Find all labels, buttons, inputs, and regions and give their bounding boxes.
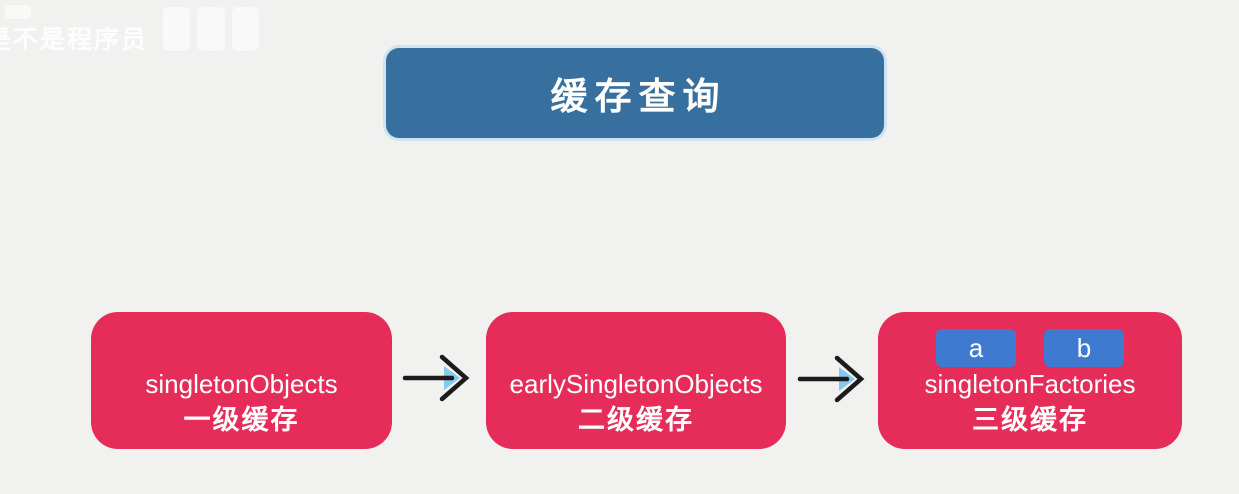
watermark-logo-shape — [197, 7, 225, 51]
cache-box-early-singleton-objects: earlySingletonObjects 二级缓存 — [486, 312, 786, 449]
cache-box-sublabel: 三级缓存 — [972, 405, 1088, 435]
watermark-logo-shape — [231, 7, 259, 51]
cache-box-sublabel: 一级缓存 — [183, 405, 300, 435]
watermark-text: 是不是程序员 — [0, 26, 149, 54]
cache-box-label: singletonObjects — [145, 369, 338, 399]
right-arrow-icon — [402, 354, 470, 402]
watermark-logo-shape — [163, 7, 191, 51]
cache-box-label: singletonFactories — [924, 369, 1136, 399]
factory-entries-row: a b — [878, 329, 1182, 367]
cache-box-singleton-objects: singletonObjects 一级缓存 — [91, 312, 392, 449]
cache-box-label: earlySingletonObjects — [509, 369, 763, 399]
page-title: 缓存查询 — [550, 76, 727, 117]
factory-entry-a: a — [936, 329, 1016, 367]
cache-box-singleton-factories: a b singletonFactories 三级缓存 — [878, 312, 1182, 449]
right-arrow-icon — [797, 355, 865, 403]
watermark-corner-mark — [5, 5, 31, 19]
title-box: 缓存查询 — [386, 48, 884, 138]
watermark-logo — [163, 7, 259, 51]
factory-entry-b: b — [1044, 329, 1124, 367]
cache-box-sublabel: 二级缓存 — [578, 405, 694, 435]
